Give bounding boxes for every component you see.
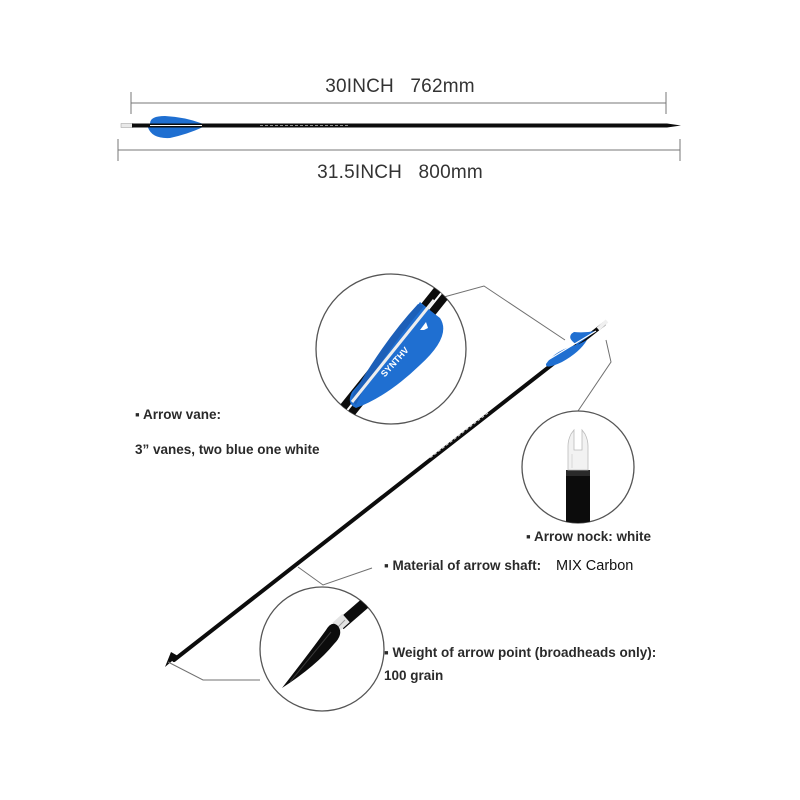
zoomed-nock bbox=[567, 428, 589, 471]
horizontal-arrow bbox=[120, 116, 681, 139]
leader-vane bbox=[432, 285, 566, 341]
horizontal-arrow-point bbox=[667, 123, 681, 128]
leader-nock bbox=[577, 339, 612, 412]
point-spec-value: 100 grain bbox=[384, 668, 444, 683]
shaft-length-label: 30INCH 762mm bbox=[325, 76, 475, 97]
diagonal-arrow-nock bbox=[596, 319, 609, 331]
total-length-label: 31.5INCH 800mm bbox=[317, 162, 483, 183]
vane-spec-value: 3” vanes, two blue one white bbox=[135, 442, 320, 457]
shaft-spec-value: MIX Carbon bbox=[556, 558, 634, 574]
diagonal-arrow bbox=[165, 319, 609, 667]
zoom-circle-vane: SYNTHV bbox=[315, 273, 467, 425]
zoom-circle-point bbox=[259, 586, 385, 712]
horizontal-arrow-shaft bbox=[132, 123, 667, 128]
zoom-circle-nock bbox=[521, 410, 635, 524]
diagonal-arrow-shaft bbox=[172, 322, 606, 662]
zoomed-shaft-end bbox=[566, 474, 590, 523]
point-spec-label: ▪ Weight of arrow point (broadheads only… bbox=[384, 645, 657, 660]
vane-spec-label: ▪ Arrow vane: bbox=[135, 407, 222, 422]
zoomed-blue-vane bbox=[349, 302, 444, 408]
diagonal-arrow-vane-lower bbox=[545, 340, 587, 367]
leader-point bbox=[167, 661, 260, 681]
horizontal-arrow-nock bbox=[120, 123, 134, 128]
leader-lines bbox=[167, 285, 612, 681]
dimension-line-31-5-inch bbox=[117, 139, 681, 161]
diagonal-arrow-point bbox=[165, 652, 178, 667]
shaft-spec-label: ▪ Material of arrow shaft: bbox=[384, 558, 542, 573]
horizontal-arrow-vane-bottom bbox=[148, 127, 202, 139]
leader-shaft bbox=[297, 566, 373, 586]
dimension-line-30-inch bbox=[130, 92, 667, 114]
horizontal-arrow-vane-top bbox=[150, 116, 202, 124]
vane-logo-icon bbox=[420, 322, 428, 330]
nock-spec-label: ▪ Arrow nock: white bbox=[526, 529, 652, 544]
